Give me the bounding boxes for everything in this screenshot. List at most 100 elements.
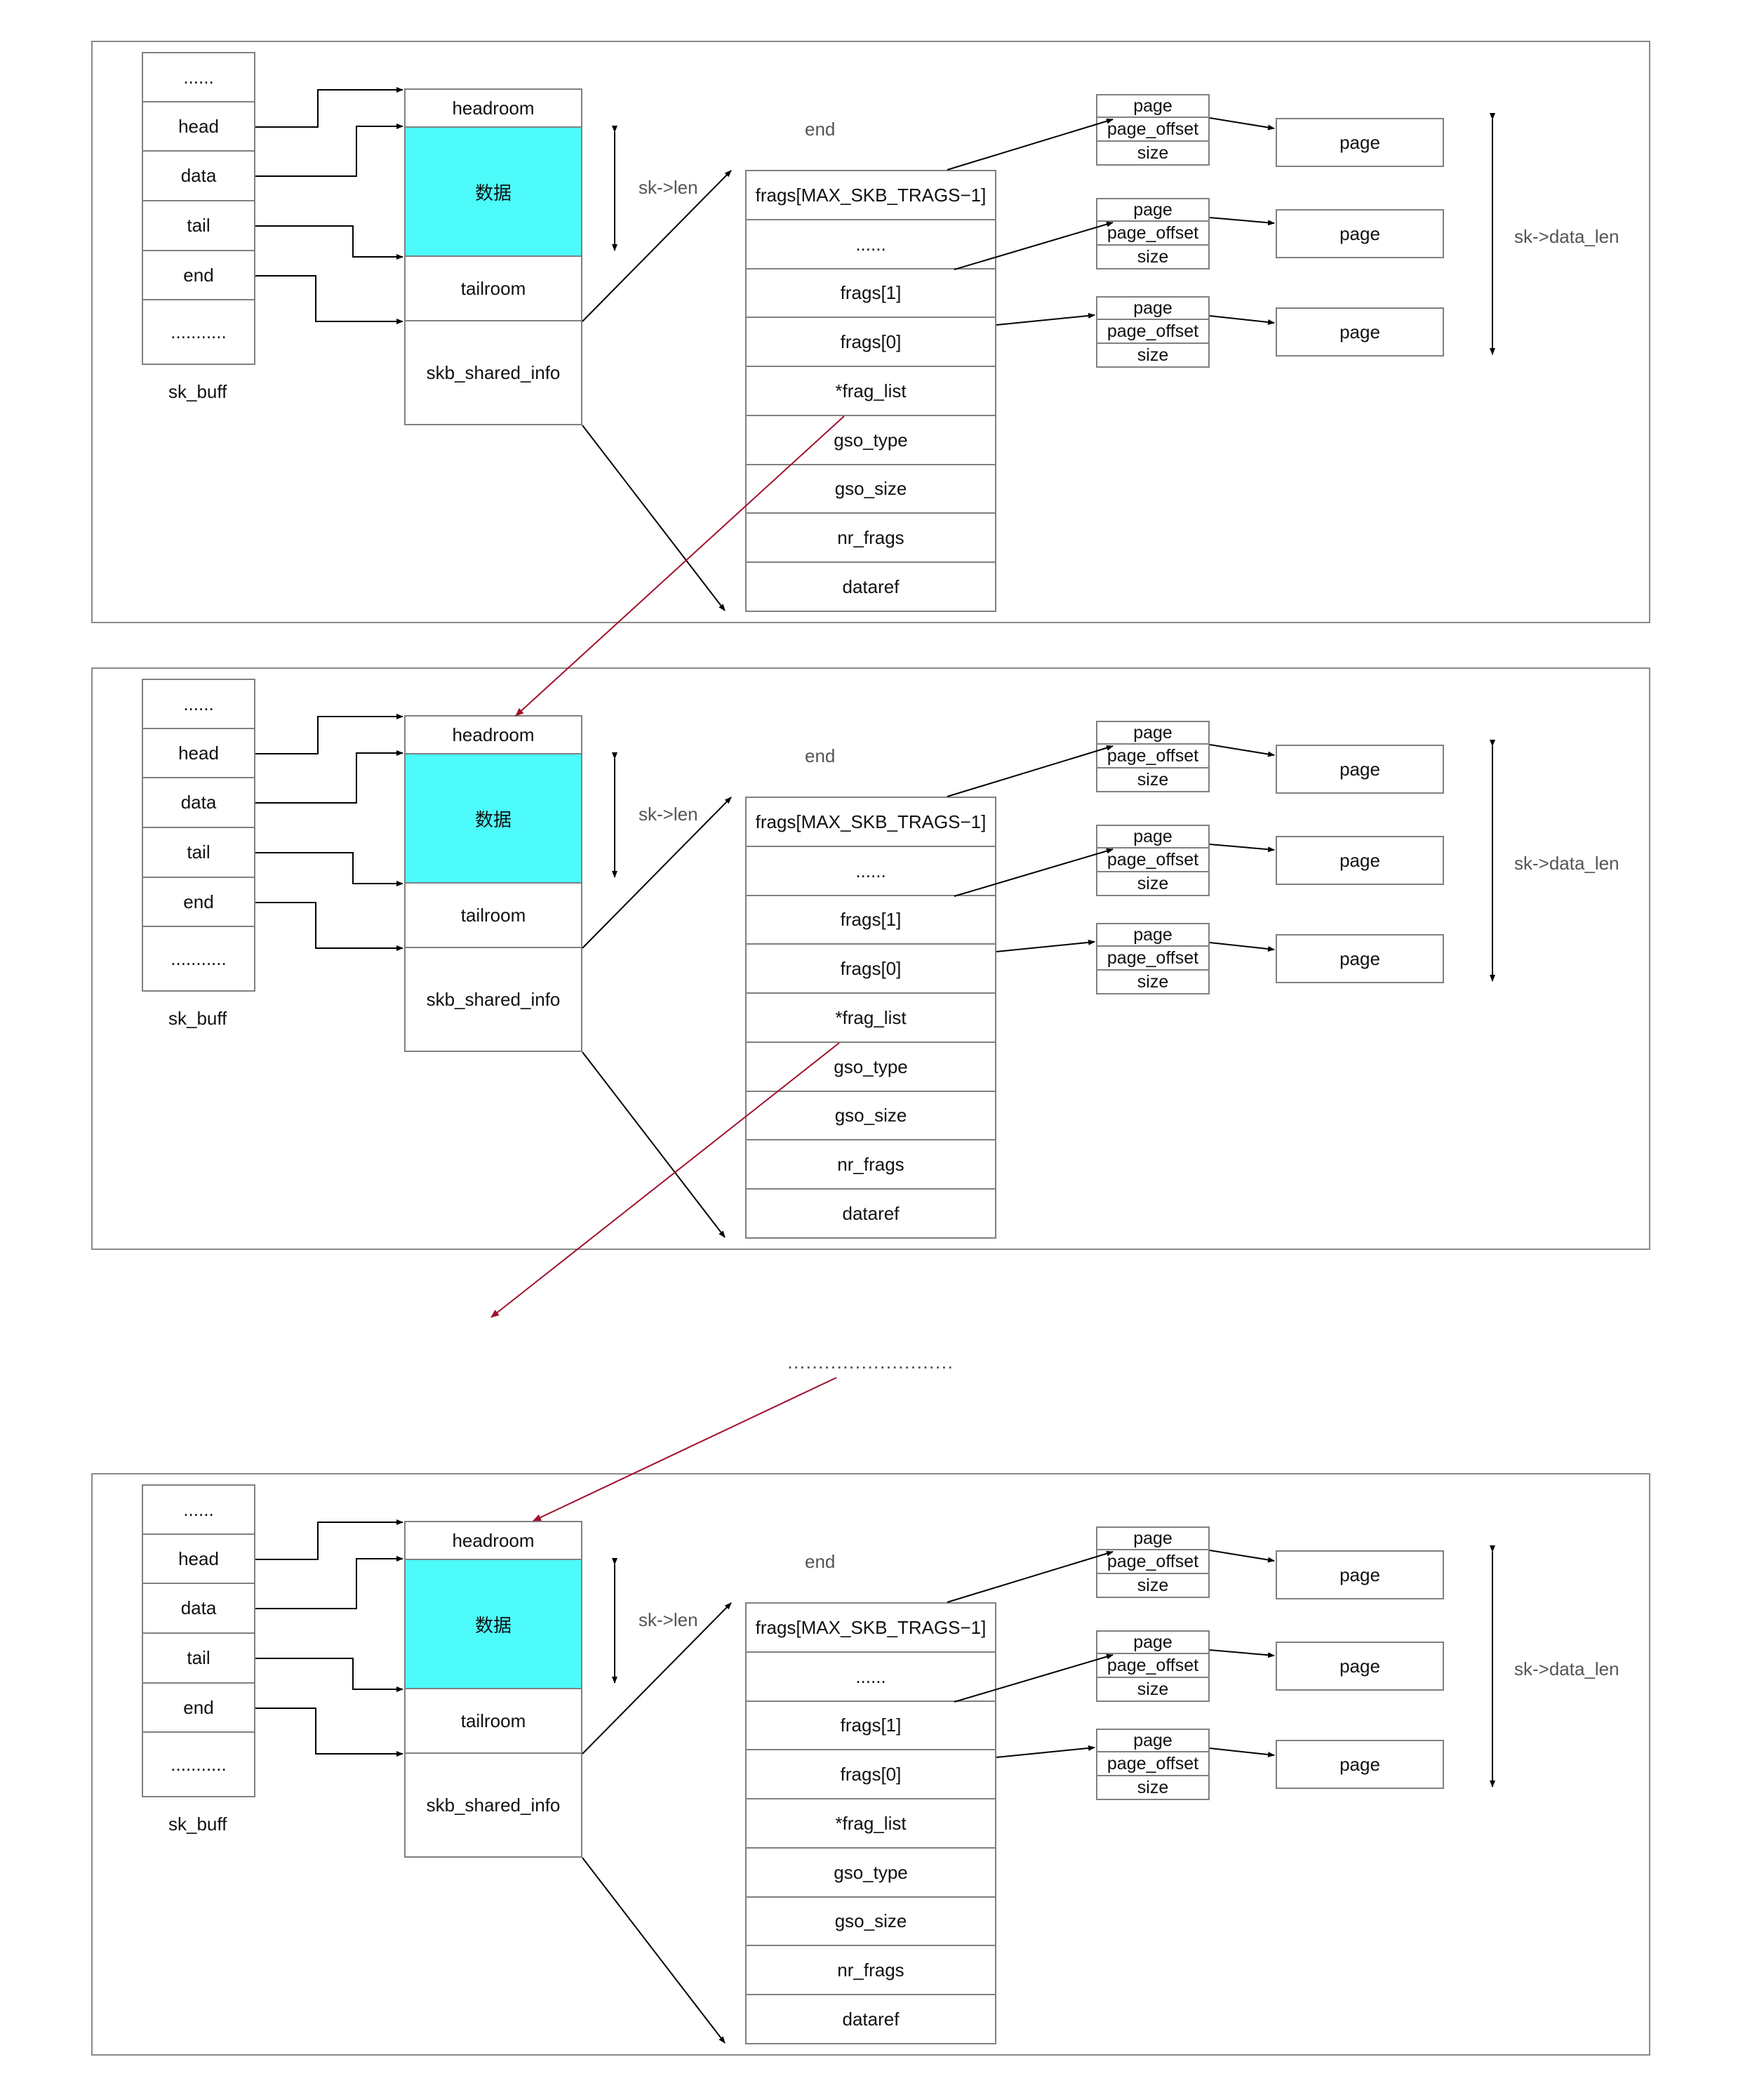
field-gso-size: gso_size xyxy=(745,1092,996,1140)
field-nr-frags: nr_frags xyxy=(745,1946,996,1995)
page-box: page xyxy=(1276,1642,1444,1691)
frag-page: page xyxy=(1096,721,1210,745)
frag-page-offset: page_offset xyxy=(1096,118,1210,142)
frag-page-offset: page_offset xyxy=(1096,320,1210,344)
sk-buff-row-head: head xyxy=(142,729,255,778)
skb-panel-1 xyxy=(91,41,1650,623)
frag-list-arrow-2 xyxy=(490,1042,840,1318)
sk-buff-row-head: head xyxy=(142,102,255,152)
sk-buff-row-tail: tail xyxy=(142,1634,255,1684)
field-dataref: dataref xyxy=(745,563,996,612)
frag-page: page xyxy=(1096,825,1210,848)
frag-page: page xyxy=(1096,1729,1210,1752)
sk-buff-caption: sk_buff xyxy=(168,381,227,402)
skb-shared-info-cell: skb_shared_info xyxy=(404,321,582,425)
frag-page: page xyxy=(1096,1630,1210,1654)
frag-list-arrow-3 xyxy=(533,1377,837,1522)
frag-page: page xyxy=(1096,923,1210,947)
page-box: page xyxy=(1276,307,1444,357)
panel-arrows-3 xyxy=(255,1519,1495,2044)
frag-page-offset: page_offset xyxy=(1096,848,1210,872)
field-frags-dots: ...... xyxy=(745,220,996,269)
sk-buff-row-dots-top: ...... xyxy=(142,52,255,102)
headroom-cell: headroom xyxy=(404,715,582,754)
frag-size: size xyxy=(1096,344,1210,368)
field-frags-0: frags[0] xyxy=(745,318,996,367)
frag-size: size xyxy=(1096,142,1210,166)
page-box: page xyxy=(1276,118,1444,167)
field-frags-0: frags[0] xyxy=(745,1750,996,1799)
field-frags-max: frags[MAX_SKB_TRAGS−1] xyxy=(745,797,996,847)
field-frag-list: *frag_list xyxy=(745,1799,996,1849)
sk-buff-row-dots-bottom: ........... xyxy=(142,300,255,365)
frag-size: size xyxy=(1096,872,1210,896)
sk-buff-row-dots-top: ...... xyxy=(142,1484,255,1535)
field-dataref: dataref xyxy=(745,1995,996,2044)
skb-shared-info-cell: skb_shared_info xyxy=(404,1754,582,1858)
sk-buff-row-data: data xyxy=(142,152,255,201)
sk-buff-row-end: end xyxy=(142,878,255,927)
data-cell: 数据 xyxy=(404,128,582,257)
field-frags-1: frags[1] xyxy=(745,269,996,318)
frag-page-offset: page_offset xyxy=(1096,1752,1210,1776)
field-dataref: dataref xyxy=(745,1190,996,1239)
frag-page-offset: page_offset xyxy=(1096,222,1210,246)
headroom-cell: headroom xyxy=(404,1521,582,1560)
sk-buff-row-dots-bottom: ........... xyxy=(142,1733,255,1797)
end-label: end xyxy=(805,745,836,766)
page-box: page xyxy=(1276,745,1444,794)
frag-page: page xyxy=(1096,94,1210,118)
data-cell: 数据 xyxy=(404,754,582,884)
frag-page-offset: page_offset xyxy=(1096,1654,1210,1678)
frag-size: size xyxy=(1096,1678,1210,1702)
sk-buff-caption: sk_buff xyxy=(168,1008,227,1029)
frag-page-offset: page_offset xyxy=(1096,1550,1210,1574)
sk-buff-caption: sk_buff xyxy=(168,1813,227,1835)
sk-buff-row-dots-top: ...... xyxy=(142,679,255,729)
field-frags-1: frags[1] xyxy=(745,1702,996,1750)
frag-size: size xyxy=(1096,246,1210,269)
end-label: end xyxy=(805,119,836,140)
frag-size: size xyxy=(1096,971,1210,994)
continuation-dots: ........................... xyxy=(787,1351,954,1373)
frag-list-arrow-1 xyxy=(515,415,845,717)
frag-list-chain xyxy=(490,415,845,1522)
page-box: page xyxy=(1276,836,1444,885)
field-gso-type: gso_type xyxy=(745,1849,996,1898)
tailroom-cell: tailroom xyxy=(404,257,582,321)
sk-data-len-label: sk->data_len xyxy=(1514,853,1619,874)
sk-len-label: sk->len xyxy=(639,804,698,825)
field-frags-dots: ...... xyxy=(745,1653,996,1702)
frag-size: size xyxy=(1096,768,1210,792)
sk-buff-row-data: data xyxy=(142,1584,255,1634)
headroom-cell: headroom xyxy=(404,88,582,128)
sk-buff-row-tail: tail xyxy=(142,201,255,251)
sk-buff-row-end: end xyxy=(142,1684,255,1733)
frag-size: size xyxy=(1096,1776,1210,1800)
field-nr-frags: nr_frags xyxy=(745,1140,996,1190)
sk-buff-row-head: head xyxy=(142,1535,255,1584)
field-gso-size: gso_size xyxy=(745,1898,996,1946)
frag-page: page xyxy=(1096,1526,1210,1550)
field-frag-list: *frag_list xyxy=(745,367,996,416)
frag-page-offset: page_offset xyxy=(1096,745,1210,768)
field-frags-max: frags[MAX_SKB_TRAGS−1] xyxy=(745,170,996,220)
sk-len-label: sk->len xyxy=(639,177,698,198)
sk-buff-row-data: data xyxy=(142,778,255,828)
panel-arrows-2 xyxy=(255,714,1495,1238)
field-gso-size: gso_size xyxy=(745,465,996,514)
frag-page: page xyxy=(1096,198,1210,222)
page-box: page xyxy=(1276,209,1444,258)
page-box: page xyxy=(1276,1550,1444,1599)
tailroom-cell: tailroom xyxy=(404,1689,582,1754)
sk-data-len-label: sk->data_len xyxy=(1514,226,1619,247)
frag-size: size xyxy=(1096,1574,1210,1598)
sk-buff-row-tail: tail xyxy=(142,828,255,878)
page-box: page xyxy=(1276,1740,1444,1789)
field-frags-0: frags[0] xyxy=(745,945,996,994)
skb-shared-info-cell: skb_shared_info xyxy=(404,948,582,1052)
frag-page-offset: page_offset xyxy=(1096,947,1210,971)
field-frag-list: *frag_list xyxy=(745,994,996,1043)
field-frags-dots: ...... xyxy=(745,847,996,896)
